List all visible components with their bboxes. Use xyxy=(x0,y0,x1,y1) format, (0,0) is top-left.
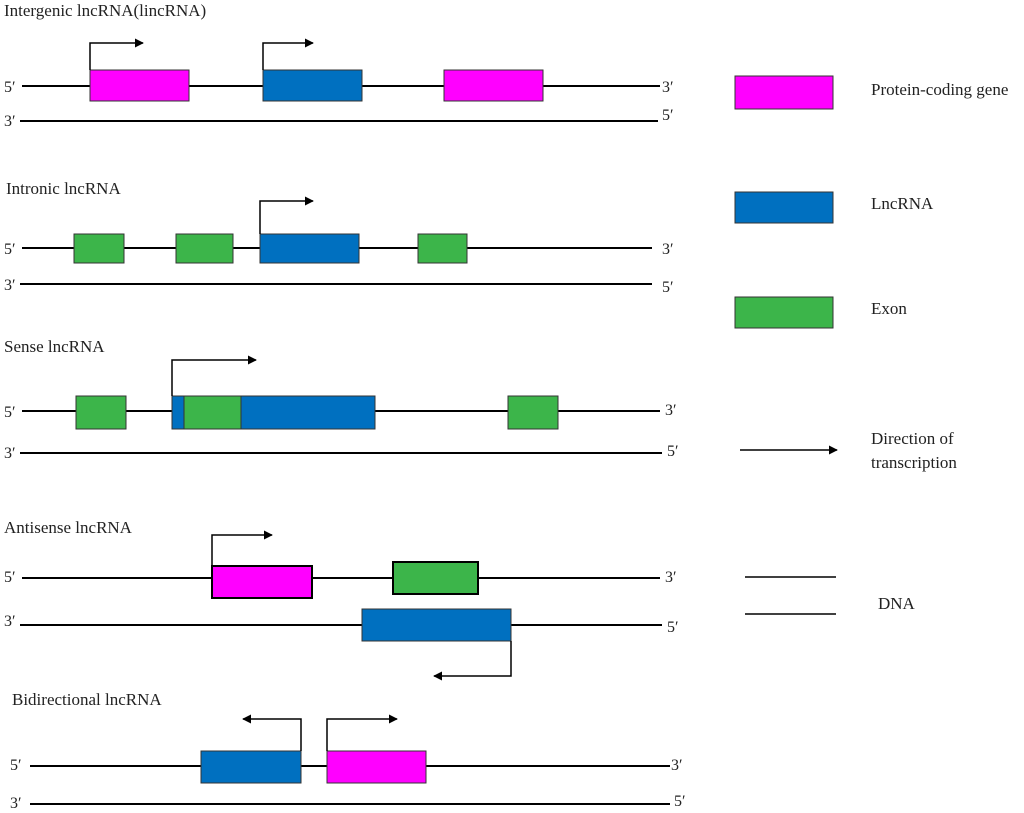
lncrna-box xyxy=(262,69,363,102)
legend-protein-coding-label: Protein-coding gene xyxy=(871,80,1008,99)
top-strand-left-end: 5′ xyxy=(4,79,16,96)
panel-intergenic: Intergenic lncRNA(lincRNA) 5′ 3′ 3′ 5′ xyxy=(4,1,674,130)
bottom-strand-left-end: 3′ xyxy=(4,445,16,462)
panel-antisense: Antisense lncRNA 5′ 3′ 3′ 5′ xyxy=(4,518,679,681)
panel-sense: Sense lncRNA 5′ 3′ 3′ 5′ xyxy=(4,337,679,462)
bottom-strand-right-end: 5′ xyxy=(662,279,674,296)
top-strand-left-end: 5′ xyxy=(4,404,16,421)
exon-box xyxy=(507,395,559,430)
transcription-arrow xyxy=(262,38,314,70)
bottom-strand-left-end: 3′ xyxy=(4,113,16,130)
exon-box xyxy=(75,395,127,430)
protein-coding-gene-box xyxy=(326,750,427,784)
top-strand-right-end: 3′ xyxy=(665,402,677,419)
panel-title-antisense: Antisense lncRNA xyxy=(4,518,133,537)
legend-exon-label: Exon xyxy=(871,299,907,318)
exon-box xyxy=(73,233,125,264)
transcription-arrow xyxy=(259,196,314,234)
legend: Protein-coding gene LncRNA Exon Directio… xyxy=(734,75,1008,615)
top-strand-right-end: 3′ xyxy=(671,757,683,774)
transcription-arrow-left xyxy=(242,714,302,751)
bottom-strand-left-end: 3′ xyxy=(4,277,16,294)
antisense-transcription-arrow xyxy=(433,641,512,681)
exon-box xyxy=(175,233,234,264)
panel-bidirectional: Bidirectional lncRNA 5′ 3′ 3′ 5′ xyxy=(10,690,686,812)
transcription-arrow xyxy=(171,355,257,396)
top-strand-right-end: 3′ xyxy=(662,79,674,96)
bottom-strand-right-end: 5′ xyxy=(662,107,674,124)
panel-title-intergenic: Intergenic lncRNA(lincRNA) xyxy=(4,1,206,20)
exon-box xyxy=(392,561,479,595)
exon-box xyxy=(417,233,468,264)
exon-box xyxy=(183,395,242,430)
lncrna-box xyxy=(259,233,360,264)
panel-title-intronic: Intronic lncRNA xyxy=(6,179,121,198)
lncrna-box xyxy=(200,750,302,784)
lncrna-box xyxy=(361,608,512,642)
legend-exon-swatch xyxy=(734,296,834,329)
transcription-arrow xyxy=(211,530,273,566)
top-strand-left-end: 5′ xyxy=(4,241,16,258)
top-strand-right-end: 3′ xyxy=(662,241,674,258)
bottom-strand-left-end: 3′ xyxy=(10,795,22,812)
bottom-strand-right-end: 5′ xyxy=(667,443,679,460)
legend-protein-coding-swatch xyxy=(734,75,834,110)
bottom-strand-right-end: 5′ xyxy=(667,619,679,636)
bottom-strand-left-end: 3′ xyxy=(4,613,16,630)
protein-coding-gene-box xyxy=(443,69,544,102)
legend-direction-label-line1: Direction of xyxy=(871,429,954,448)
top-strand-right-end: 3′ xyxy=(665,569,677,586)
legend-lncrna-label: LncRNA xyxy=(871,194,934,213)
top-strand-left-end: 5′ xyxy=(10,757,22,774)
transcription-arrow-right xyxy=(326,714,398,751)
protein-coding-gene-box xyxy=(89,69,190,102)
bottom-strand-right-end: 5′ xyxy=(674,793,686,810)
legend-direction-label-line2: transcription xyxy=(871,453,957,472)
protein-coding-gene-box xyxy=(211,565,313,599)
legend-dna-label: DNA xyxy=(878,594,916,613)
top-strand-left-end: 5′ xyxy=(4,569,16,586)
panel-title-bidirectional: Bidirectional lncRNA xyxy=(12,690,162,709)
panel-intronic: Intronic lncRNA 5′ 3′ 3′ 5′ xyxy=(4,179,674,296)
legend-lncrna-swatch xyxy=(734,191,834,224)
transcription-arrow xyxy=(89,38,144,70)
panel-title-sense: Sense lncRNA xyxy=(4,337,105,356)
